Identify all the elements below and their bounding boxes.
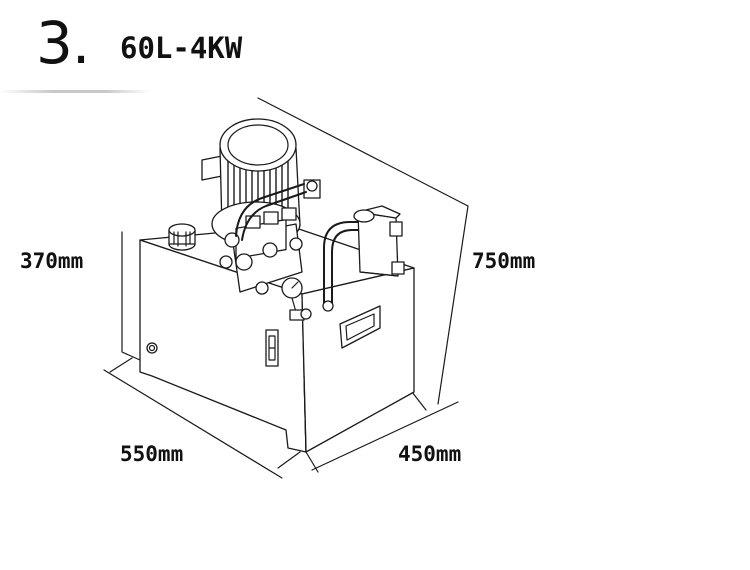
width-dimension-label: 450mm <box>398 442 462 466</box>
total-height-dimension-label: 750mm <box>472 249 536 273</box>
height-dimension-line <box>121 231 141 361</box>
height-dimension-label: 370mm <box>20 249 84 273</box>
total-height-dimension-line <box>257 97 469 405</box>
step-number: 3. <box>36 9 90 77</box>
length-extension-right <box>277 451 301 469</box>
valve-cap-2 <box>263 211 279 225</box>
motor-terminal-box <box>201 155 223 181</box>
length-extension-left <box>109 357 133 373</box>
pressure-pipe <box>235 183 305 237</box>
hydraulic-pipes <box>235 183 359 312</box>
valve-cap-3 <box>281 207 297 221</box>
return-filter <box>353 205 405 277</box>
width-dimension-line <box>311 401 459 471</box>
valve-manifold <box>219 179 321 321</box>
oil-tank <box>139 223 415 453</box>
tank-side-face <box>301 267 415 453</box>
motor-fan-cover <box>219 118 297 172</box>
filter-cap-icon <box>353 209 375 223</box>
header: 3. 60L-4KW <box>0 0 750 100</box>
dimension-lines <box>103 97 469 479</box>
width-extension-right <box>411 391 427 411</box>
header-divider <box>0 90 150 93</box>
length-dimension-line <box>103 369 283 479</box>
length-dimension-label: 550mm <box>120 442 184 466</box>
drain-plug-icon <box>146 342 158 354</box>
return-pipe <box>323 221 359 305</box>
tank-handle <box>339 305 381 349</box>
model-label: 60L-4KW <box>120 31 243 65</box>
width-extension-left <box>305 451 319 473</box>
